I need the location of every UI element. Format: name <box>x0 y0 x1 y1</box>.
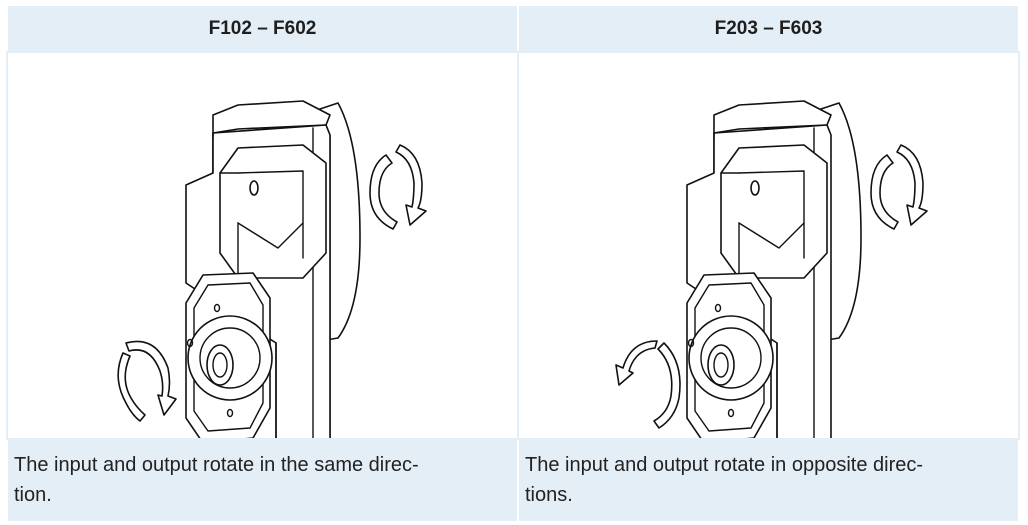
image-cell-opposite-direction <box>517 51 1020 440</box>
gearbox-same-direction-drawing <box>117 100 427 438</box>
caption-opposite-direction: The input and output rotate in opposite … <box>519 440 1018 521</box>
header-f203-f603: F203 – F603 <box>519 6 1018 51</box>
header-f102-f602: F102 – F602 <box>8 6 517 51</box>
gearbox-opposite-direction-drawing <box>615 100 928 438</box>
caption-same-direction: The input and output rotate in the same … <box>8 440 517 521</box>
rotation-table: F102 – F602 F203 – F603 <box>6 6 1020 521</box>
image-cell-same-direction <box>6 51 519 440</box>
